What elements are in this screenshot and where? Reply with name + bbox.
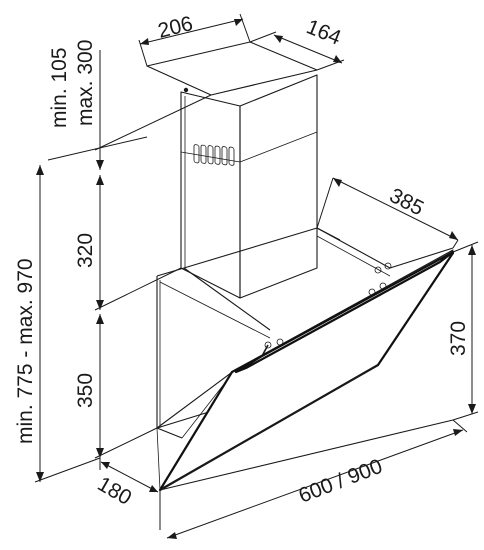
dim-total-height: min. 775 - max. 970 [14,258,37,444]
dimension-lines [34,13,479,539]
dim-chimney-height: 320 [74,233,97,268]
dim-ceiling-gap-max: max. 300 [74,40,97,126]
chimney-right-face [239,74,318,299]
vent-slots [193,144,235,166]
chimney [146,41,318,299]
dim-chimney-width: 206 [156,12,196,43]
dim-width-options: 600 / 900 [296,455,386,508]
dim-hood-depth: 385 [386,184,428,220]
chimney-top-face [146,41,318,96]
screw-icon [183,87,189,93]
dim-front-height: 370 [447,321,470,356]
dim-chimney-depth: 164 [303,15,344,50]
dim-body-height: 350 [74,373,97,408]
dim-base-depth: 180 [94,472,136,509]
hood-body [156,227,454,491]
glass-panel [158,250,455,492]
chimney-left-face [180,91,241,299]
dim-ceiling-gap-min: min. 105 [48,47,71,128]
